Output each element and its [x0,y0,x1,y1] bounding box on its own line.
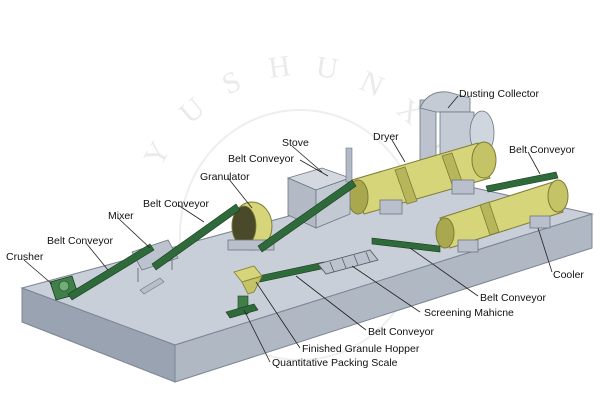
platform-side [174,213,593,383]
label-belt-conveyor-lower-right: Belt Conveyor [480,292,546,304]
label-belt-conveyor-bottom: Belt Conveyor [368,326,434,338]
label-dusting-collector: Dusting Collector [459,88,539,100]
label-granulator: Granulator [200,171,250,183]
label-crusher: Crusher [6,251,44,263]
belt-conveyor-crusher-mixer [67,243,155,301]
leader-lines [23,95,553,363]
watermark-letter: H [266,49,292,85]
belt-conveyors [67,171,559,301]
label-dryer: Dryer [373,131,399,143]
watermark-letter: S [217,64,246,101]
belt-conveyor-dryer-cooler [485,171,559,193]
finished-granule-hopper [233,265,263,295]
label-belt-conveyor-top: Belt Conveyor [228,153,294,165]
label-finished-granule-hopper: Finished Granule Hopper [302,343,420,355]
cooler-drum [435,179,569,253]
watermark-letter: U [314,50,340,86]
watermark-letter: U [173,91,211,130]
granulator [227,201,275,251]
belt-conveyor-cooler-screen [371,237,441,253]
watermark-letter: N [355,64,389,103]
watermark-letter: Y [137,136,176,171]
label-belt-conveyor-right: Belt Conveyor [509,144,575,156]
component-labels: Dusting Collector Dryer Stove Belt Conve… [6,88,584,369]
label-screening-machine: Screening Mahicne [424,307,514,319]
label-stove: Stove [282,137,309,149]
belt-conveyor-granulator-dryer [257,179,357,253]
label-cooler: Cooler [553,269,584,281]
label-belt-conveyor-mid: Belt Conveyor [143,198,209,210]
dryer-drum [347,141,497,215]
screening-machine [317,249,379,275]
quantitative-packing-scale [225,295,259,319]
label-quantitative-packing-scale: Quantitative Packing Scale [272,357,398,369]
label-belt-conveyor-left: Belt Conveyor [47,235,113,247]
belt-conveyor-mixer-granulator [151,203,241,271]
label-mixer: Mixer [108,210,134,222]
